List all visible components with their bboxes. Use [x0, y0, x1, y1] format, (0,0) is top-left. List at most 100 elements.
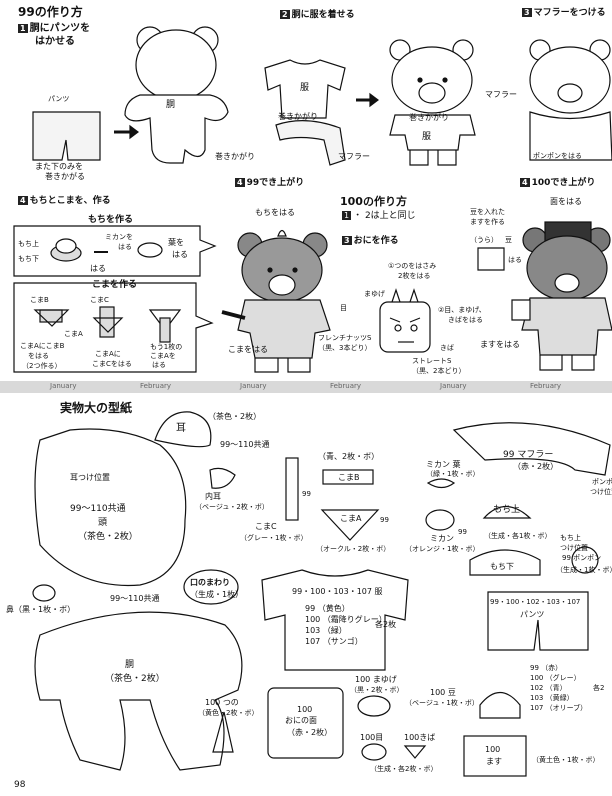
- leaf-color: （緑・1枚・ボ）: [426, 470, 480, 478]
- inner-ear-pattern: [209, 467, 236, 489]
- clothes-99: 99 （黄色）: [305, 604, 350, 613]
- komaA2-label-2: こまCをはる: [92, 360, 132, 368]
- clothes-103: 103 （緑）: [305, 626, 347, 635]
- paste-label-1: はる: [90, 264, 106, 273]
- horn-label-2: 2枚をはる: [398, 272, 431, 280]
- band-word: February: [330, 382, 362, 390]
- komaAB-label-3: （2つ作る）: [22, 362, 62, 370]
- masu-label: ます: [486, 757, 502, 766]
- pompom-color: （生成・1枚・ボ）: [556, 566, 612, 574]
- bean-color: （ベージュ・1枚・ボ）: [405, 699, 479, 707]
- mochi-down-label: もち下: [490, 562, 514, 571]
- common-label-2: 99〜110共通: [110, 594, 160, 603]
- leaf-pattern: [426, 478, 456, 489]
- pants-pattern: [487, 591, 589, 651]
- muffler-pattern-title: 99 マフラー: [503, 450, 554, 460]
- pompom-pattern: [571, 546, 599, 574]
- clothes-each: 各2枚: [375, 620, 397, 629]
- me-label: 目: [340, 304, 347, 312]
- komaC-color: （グレー・1枚・ボ）: [240, 534, 308, 542]
- title-99: 99の作り方: [18, 5, 83, 19]
- pants-107: 107 （オリーブ）: [530, 704, 588, 712]
- band-word: January: [440, 382, 467, 390]
- koma-paste-label: こまをはる: [228, 345, 268, 354]
- bean-pattern: [479, 691, 521, 719]
- clothes-label-2: 服: [422, 132, 432, 142]
- kiba-label: きば: [440, 344, 454, 352]
- mikan-pattern: [425, 509, 455, 531]
- pants-pattern-label: パンツ: [520, 610, 545, 619]
- clothes-107: 107 （サンゴ）: [305, 637, 363, 646]
- leaf-label: 葉を: [168, 238, 184, 247]
- mouth-pattern: [183, 569, 239, 605]
- komaAB-label-2: をはる: [28, 352, 49, 360]
- bean-pattern-label: 100 豆: [430, 688, 456, 697]
- nose-label: 鼻（黒・1枚・ボ）: [6, 605, 76, 614]
- ear-pos-label: 耳つけ位置: [70, 473, 110, 482]
- pompom-side-2: つけ位置: [590, 488, 612, 496]
- clothes-label: 服: [300, 83, 310, 93]
- pompom-label: ポンポンをはる: [533, 152, 582, 160]
- body-pattern: [34, 611, 243, 771]
- bear-body-silhouette: [124, 26, 229, 164]
- haru-label: はる: [508, 256, 522, 264]
- trunk-label: 胴: [125, 660, 135, 670]
- koma3-label-2: こまAを: [150, 352, 176, 360]
- mochi-bottom-label: もち下: [18, 255, 39, 263]
- mayu-pattern: [357, 695, 391, 717]
- pattern-pieces: [32, 411, 611, 777]
- inner-ear-note: （ベージュ・2枚・ボ）: [195, 503, 269, 511]
- komaC-pattern: [285, 457, 299, 521]
- muffler-pattern-color: （赤・2枚）: [513, 462, 559, 471]
- mouth-label: 口のまわり: [190, 578, 230, 587]
- mikan-pattern-label: ミカン: [430, 534, 454, 543]
- leaf-label-2: はる: [172, 250, 188, 259]
- komaB-label: こまB: [30, 296, 49, 304]
- pants-each: 各2: [593, 684, 605, 692]
- clothes-title: 99・100・103・107 服: [292, 587, 383, 596]
- ear-note: （茶色・2枚）: [208, 412, 262, 421]
- bear-99-finished: [221, 229, 331, 373]
- mochi-box: [13, 225, 217, 277]
- masu-num: 100: [485, 745, 501, 754]
- koma-box: [13, 282, 214, 373]
- band-word: January: [50, 382, 77, 390]
- komaB-pattern-label: こまB: [338, 473, 360, 482]
- mame-label: 豆: [505, 236, 512, 244]
- komaC-label: こまC: [90, 296, 109, 304]
- fold-label-3: 巻きかがり: [278, 112, 318, 121]
- clothes-100: 100 （霜降りグレー）: [305, 615, 387, 624]
- mikan-leaf-label: ミカン 葉: [426, 460, 461, 469]
- french-label-2: （黒、3本どり）: [318, 344, 372, 352]
- koma3-label-1: もう1枚の: [150, 343, 183, 351]
- horn-label-1: ①つのをはさみ: [388, 262, 437, 270]
- komaA-pattern: [320, 509, 380, 541]
- head-pattern: [34, 428, 187, 587]
- fold-label-1: 巻きかがり: [215, 152, 255, 161]
- french-label-1: フレンチナッツS: [318, 334, 372, 342]
- mochi-pos-2: つけ位置: [560, 544, 588, 552]
- mochi-colors: （生成・各1枚・ボ）: [484, 532, 552, 540]
- masu-pattern: [463, 735, 527, 777]
- komaA-pattern-label: こまA: [340, 514, 362, 523]
- mochi-top-label: もち上: [18, 240, 39, 248]
- koma-box-title: こまを作る: [92, 280, 138, 290]
- masu-paste-label: ますをはる: [480, 340, 520, 349]
- ear-pattern: [154, 411, 212, 448]
- mayu-pattern-label: 100 まゆげ: [355, 675, 397, 684]
- ura-label: （うら）: [470, 236, 498, 244]
- horn-pattern: [212, 711, 234, 753]
- mayu-color: （黒・2枚・ボ）: [350, 686, 404, 694]
- eye-pattern-label: 100目: [360, 733, 384, 742]
- pants-piece: [32, 111, 101, 161]
- n99-label-c: 99: [458, 528, 467, 536]
- head-label: 頭: [98, 518, 108, 528]
- mayuge-label: まゆげ: [364, 290, 385, 298]
- band-word: January: [240, 382, 267, 390]
- komaA-label: こまA: [64, 330, 83, 338]
